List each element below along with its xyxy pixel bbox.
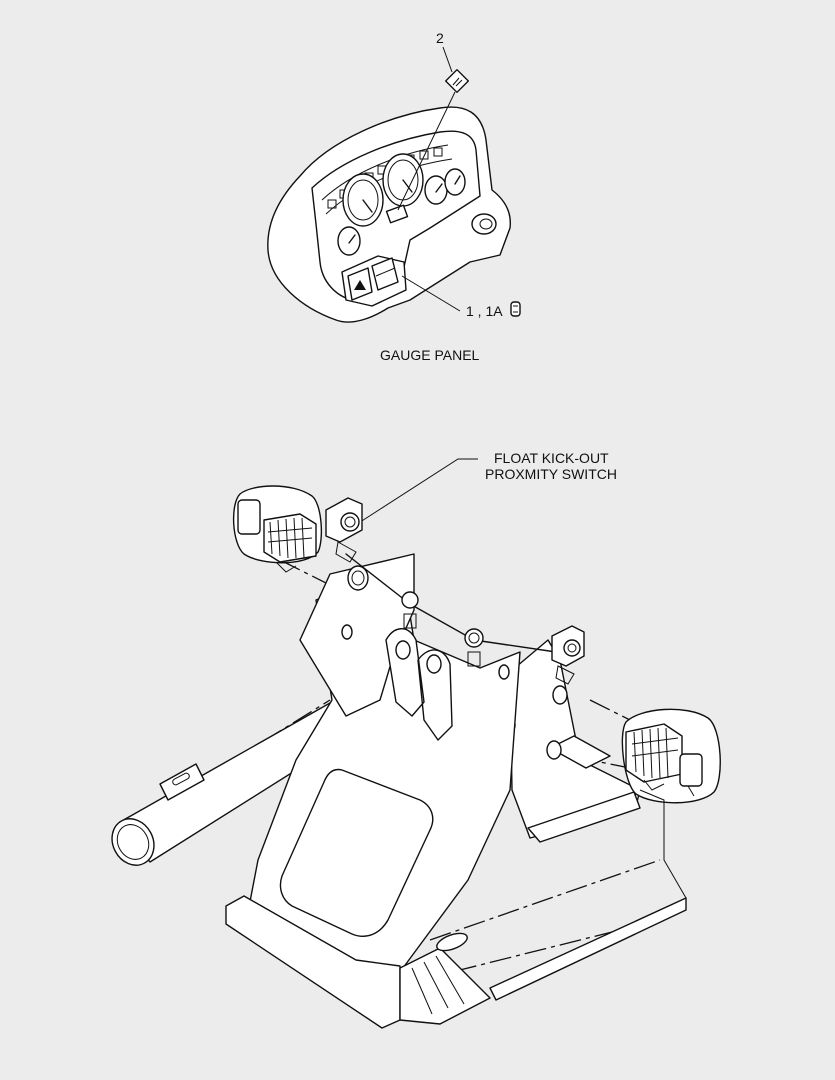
kickout-linkage [345,553,557,667]
voltmeter-gauge [337,226,361,256]
indicator-strip [321,144,453,215]
tachometer-gauge [342,173,384,227]
speedometer-gauge [382,153,424,207]
rocker-switch-hazard [347,267,373,301]
baseplate-right [527,791,641,843]
hour-meter-display [385,204,409,224]
cross-tube-stub [546,735,611,769]
leader-line-decal [397,91,456,211]
right-switch-bracket [551,625,585,685]
frame-base-right [489,897,687,1001]
leader-line-item-1 [401,275,461,312]
frame-access-panel [279,768,434,938]
rocker-switch-lights [371,257,399,291]
leader-line-float-switch [353,458,478,527]
fuel-gauge [424,175,448,205]
gauge-panel-caption: GAUGE PANEL [380,347,480,363]
loader-frame-assembly [111,458,721,1029]
light-grille-right [631,727,679,779]
temperature-gauge [444,168,466,196]
left-arm-pivot [341,565,369,640]
callout-item-2: 2 [436,30,444,46]
work-light-right [621,708,721,804]
yoke-bores [395,640,510,680]
frame-side-rail [639,789,687,899]
frame-slot [436,932,468,952]
leader-line-item-2 [442,46,453,73]
light-grille-left [267,517,313,559]
ignition-key-bore [471,213,497,235]
retaining-plate [159,763,205,801]
bulb-icon [510,301,521,317]
gusset-ribs [411,955,465,1015]
gauge-panel-assembly [267,46,521,323]
float-switch-caption-line1: FLOAT KICK-OUT [494,450,609,466]
float-kickout-proximity-switch [325,497,363,563]
decal-icon [444,68,470,94]
frame-base-gussets [399,947,491,1025]
float-switch-caption-line2: PROXMITY SWITCH [485,466,617,482]
work-light-left [232,485,323,573]
callout-item-1-1a: 1 , 1A [466,303,503,319]
